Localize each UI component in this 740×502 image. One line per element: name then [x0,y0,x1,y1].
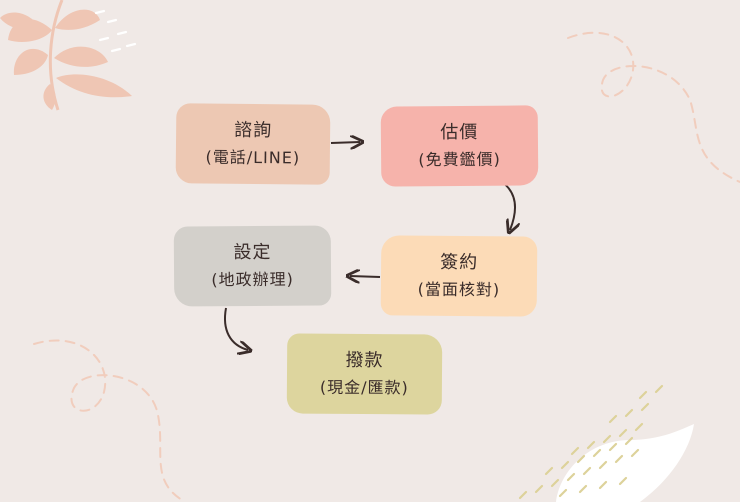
dashed-swirl-top-right [567,31,740,183]
step-consult: 諮詢 (電話/LINE) [175,103,331,185]
step-setup: 設定 (地政辦理) [173,225,332,307]
dashed-swirl-bottom-left [33,339,183,501]
step-title: 估價 [440,121,479,143]
step-detail: (電話/LINE) [205,147,301,168]
leaf-branch-decoration [0,0,132,111]
step-detail: (地政辦理) [211,269,294,290]
arrow-setup-to-payout [224,307,248,350]
step-detail: (當面核對) [417,279,501,300]
arrow-estimate-to-sign [501,181,515,230]
step-title: 撥款 [345,349,384,371]
white-swoosh-decoration [556,424,694,502]
step-sign: 簽約 (當面核對) [380,235,538,317]
step-title: 諮詢 [234,119,273,141]
leaf-dash-decoration [94,9,137,53]
step-detail: (免費鑑價) [418,149,501,170]
step-payout: 撥款 (現金/匯款) [286,333,443,415]
arrow-consult-to-estimate [330,142,360,143]
arrow-sign-to-setup [350,276,381,277]
step-title: 設定 [233,241,272,263]
step-detail: (現金/匯款) [319,377,409,398]
dotted-decoration [518,384,664,500]
step-title: 簽約 [440,251,479,273]
step-estimate: 估價 (免費鑑價) [380,105,539,187]
